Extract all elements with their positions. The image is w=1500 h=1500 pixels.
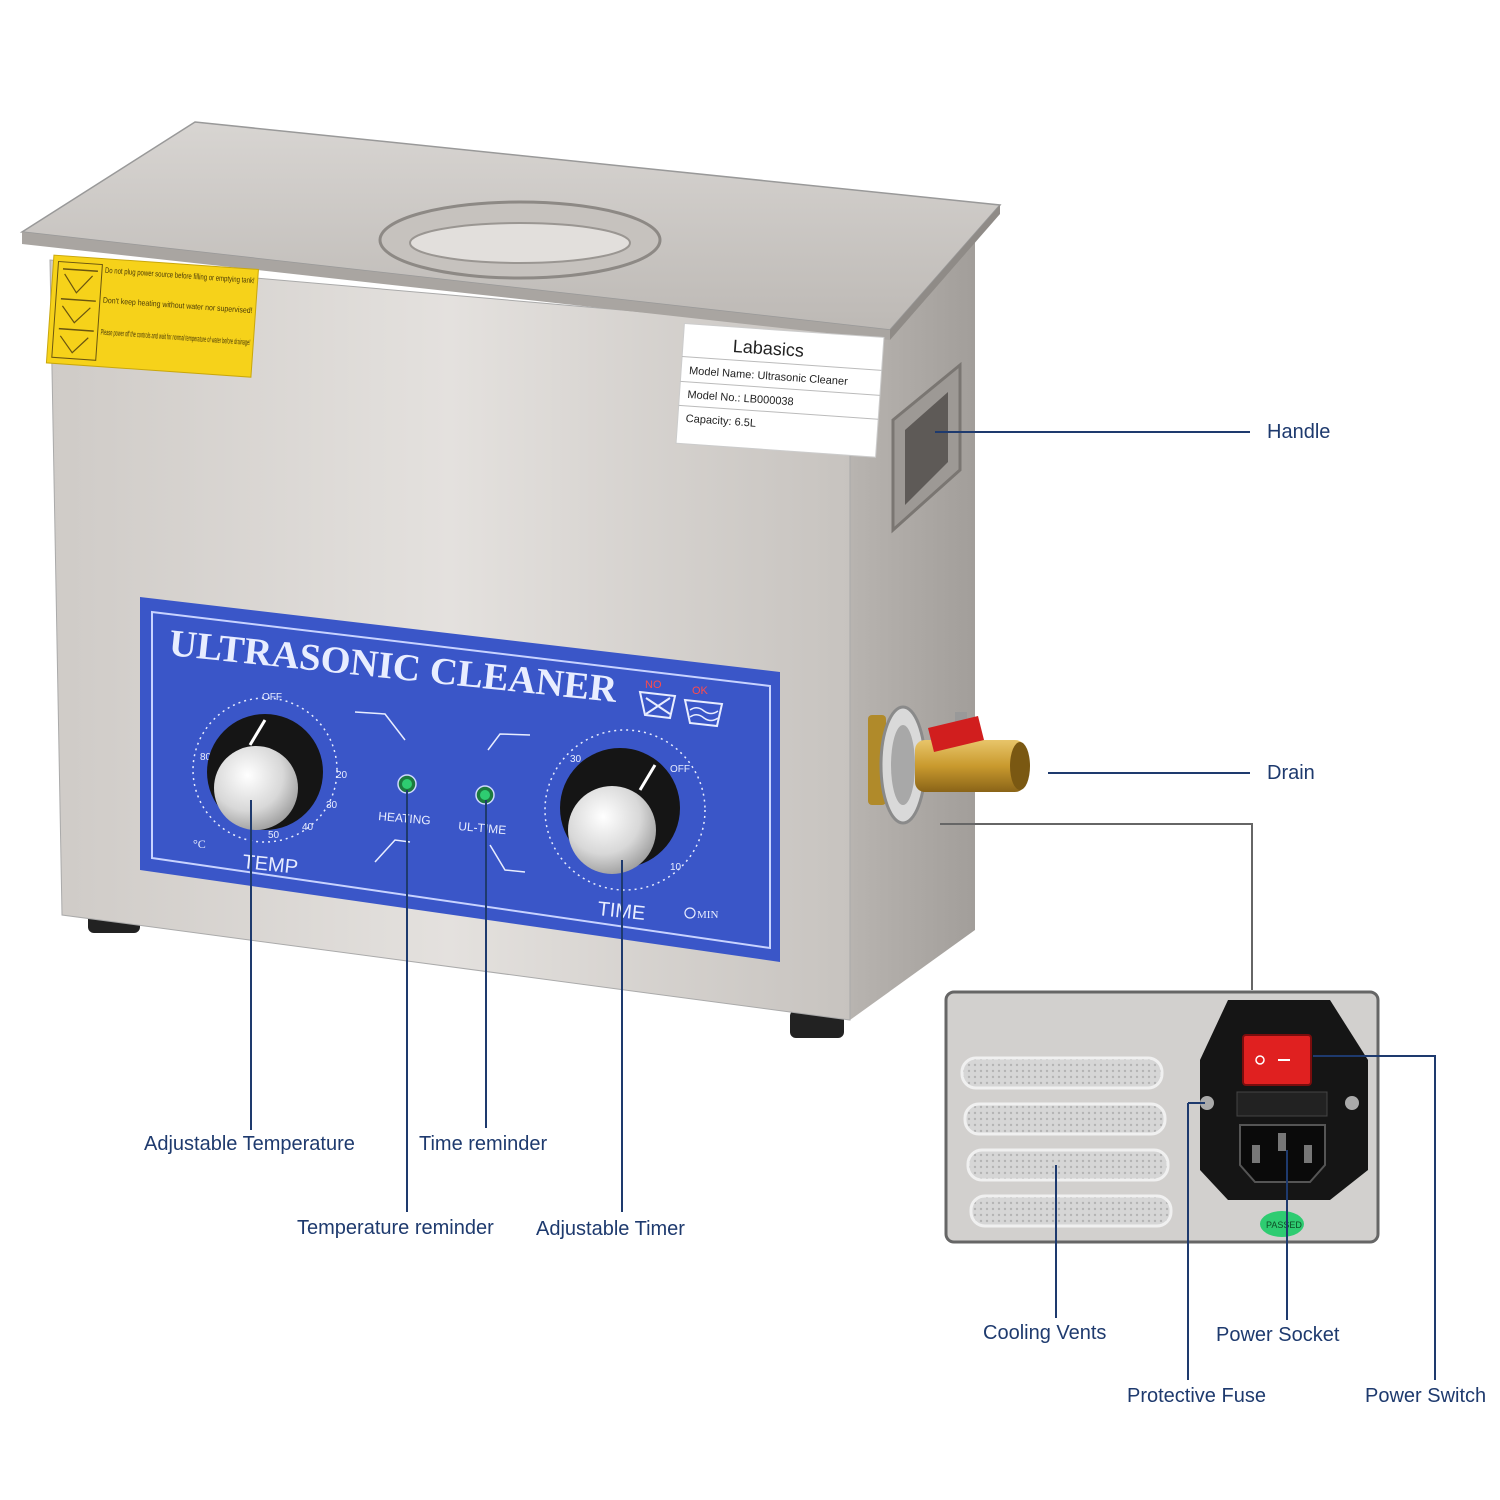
- callout-power-switch: Power Switch: [1365, 1385, 1487, 1407]
- passed-badge: [1260, 1211, 1304, 1237]
- callout-time-reminder: Time reminder: [419, 1133, 548, 1155]
- power-switch[interactable]: [1242, 1034, 1312, 1086]
- wash-symbols: NO OK: [638, 679, 724, 728]
- power-module: PASSED: [1200, 1000, 1368, 1237]
- power-socket[interactable]: [1239, 1124, 1326, 1183]
- time-tick-off: OFF: [670, 764, 690, 775]
- timer-knob[interactable]: [568, 786, 656, 874]
- callout-drain: Drain: [1267, 762, 1315, 784]
- callout-cooling-vents: Cooling Vents: [983, 1322, 1107, 1344]
- drain-valve[interactable]: [868, 705, 1030, 825]
- temp-tick-20: 20: [336, 770, 348, 781]
- time-unit: MIN: [697, 909, 718, 921]
- callout-adjustable-timer: Adjustable Timer: [536, 1218, 685, 1240]
- lid-rim: [22, 232, 890, 340]
- time-tick-10: 10: [670, 862, 682, 873]
- temp-tick-40: 40: [302, 822, 314, 833]
- info-capacity: Capacity: 6.5L: [685, 413, 756, 430]
- lid-rim-side: [890, 205, 1000, 340]
- side-handle[interactable]: [891, 361, 962, 534]
- back-panel-inset: PASSED: [944, 990, 1380, 1244]
- temp-unit: °C: [193, 837, 206, 851]
- time-tick-30: 30: [570, 754, 582, 765]
- temp-tick-50: 50: [268, 830, 280, 841]
- callout-adjustable-temperature: Adjustable Temperature: [144, 1133, 355, 1155]
- heating-label: HEATING: [378, 809, 431, 828]
- lid-handle-grip: [409, 222, 631, 264]
- fuse-drawer[interactable]: [1236, 1091, 1328, 1117]
- leader-lines: [250, 431, 1436, 1380]
- temp-tick-off: OFF: [262, 692, 282, 703]
- temp-tick-80: 80: [200, 752, 212, 763]
- passed-text: PASSED: [1266, 1220, 1302, 1230]
- clock-icon: [684, 907, 696, 919]
- temp-tick-30: 30: [326, 800, 338, 811]
- callout-power-socket: Power Socket: [1216, 1324, 1340, 1346]
- ul-time-indicator: UL-TIME: [458, 785, 507, 837]
- ul-time-label: UL-TIME: [458, 819, 507, 837]
- ultrasonic-cleaner-unit: Do not plug power source before filling …: [19, 121, 1030, 1038]
- control-panel: ULTRASONIC CLEANER NO OK OFF 80 20 30 40…: [140, 597, 780, 962]
- valve-lever[interactable]: [928, 716, 984, 752]
- temperature-knob[interactable]: [214, 746, 298, 830]
- temperature-dial[interactable]: OFF 80 20 30 40 50 °C TEMP: [192, 692, 348, 879]
- cooling-vents: [960, 1056, 1173, 1228]
- warning-label: Do not plug power source before filling …: [45, 254, 259, 378]
- callout-handle: Handle: [1267, 421, 1331, 443]
- callout-protective-fuse: Protective Fuse: [1127, 1385, 1266, 1407]
- svg-text:NO: NO: [645, 679, 662, 691]
- info-brand: Labasics: [732, 336, 804, 361]
- info-label: Labasics Model Name: Ultrasonic Cleaner …: [675, 322, 885, 458]
- callout-temperature-reminder: Temperature reminder: [297, 1217, 494, 1239]
- svg-text:OK: OK: [692, 685, 709, 697]
